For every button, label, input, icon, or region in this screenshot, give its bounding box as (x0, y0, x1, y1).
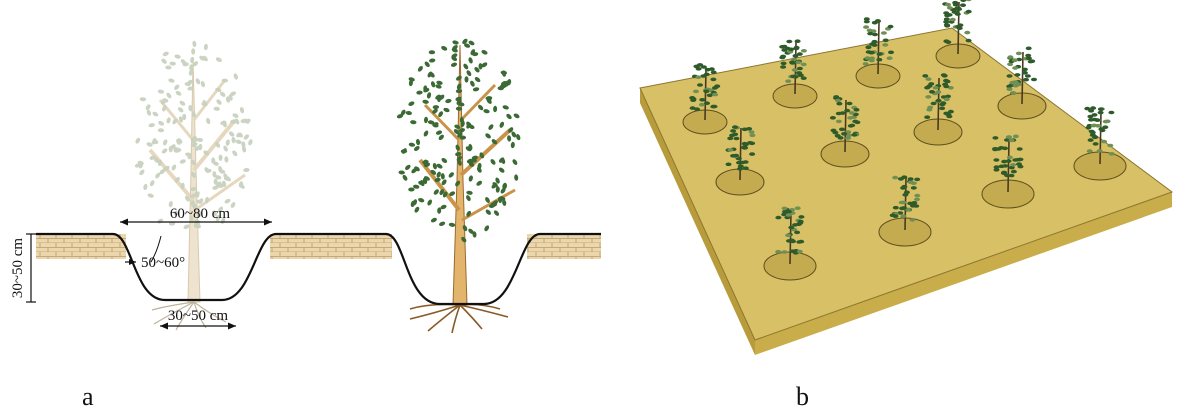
planted-tree-illustration (396, 38, 521, 333)
dimension-bottom-width: 30~50 cm (160, 308, 236, 330)
panel-b-planting-field-3d (640, 0, 1172, 355)
planted-roots (410, 305, 508, 334)
slope-angle-label: 50~60° (141, 255, 185, 271)
panel-a-label: a (82, 382, 94, 412)
panel-a-planting-pit-diagram: 60~80 cm 50~60° 30~50 cm 30~50 cm (10, 38, 601, 333)
depth-label: 30~50 cm (10, 238, 26, 299)
bottom-width-label: 30~50 cm (168, 308, 229, 324)
top-width-label: 60~80 cm (170, 206, 231, 222)
panel-b-label: b (796, 382, 809, 412)
pale-tree-illustration (134, 40, 253, 330)
dimension-depth: 30~50 cm (10, 234, 36, 302)
dimension-top-width: 60~80 cm (120, 206, 272, 226)
